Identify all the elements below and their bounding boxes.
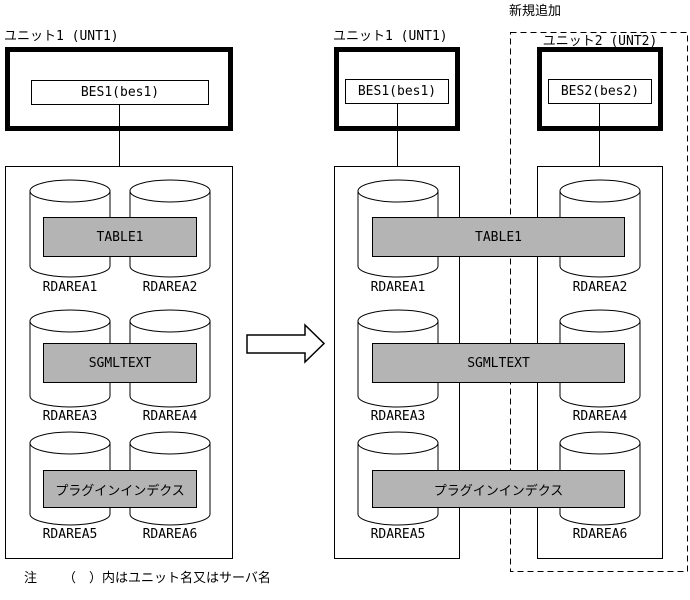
rdarea6-before-label: RDAREA6 [142, 527, 198, 542]
transition-arrow [246, 323, 326, 364]
rdarea3-after-label: RDAREA3 [370, 409, 426, 424]
band-sgmltext-before: SGMLTEXT [43, 343, 197, 383]
rdarea5-after-label: RDAREA5 [370, 527, 426, 542]
new-addition-dashed-box [510, 32, 688, 572]
band-sgmltext-after: SGMLTEXT [372, 343, 625, 383]
after-unit1-server-box: BES1(bes1) [345, 79, 449, 104]
band-table1-after: TABLE1 [372, 217, 625, 257]
before-unit-label: ユニット1 (UNT1) [4, 29, 119, 44]
band-plugin-index-after: プラグインインデクス [372, 470, 625, 508]
footnote: 注 （ ）内はユニット名又はサーバ名 [24, 571, 271, 586]
rdarea6-after-label: RDAREA6 [572, 527, 628, 542]
footnote-text: （ ）内はユニット名又はサーバ名 [63, 571, 271, 586]
rdarea4-after-label: RDAREA4 [572, 409, 628, 424]
rdarea4-before-label: RDAREA4 [142, 409, 198, 424]
rdarea2-before-label: RDAREA2 [142, 280, 198, 295]
after-unit2-server-box: BES2(bes2) [548, 79, 652, 104]
after-unit2-box [537, 47, 663, 131]
after-unit2-label: ユニット2 (UNT2) [542, 34, 658, 49]
rdarea5-before-label: RDAREA5 [42, 527, 98, 542]
band-plugin-index-before: プラグインインデクス [43, 470, 197, 508]
new-addition-label: 新規追加 [509, 4, 562, 19]
rdarea2-after-label: RDAREA2 [572, 280, 628, 295]
before-unit-box [5, 47, 233, 131]
after-unit1-label: ユニット1 (UNT1) [333, 29, 448, 44]
rdarea1-before-label: RDAREA1 [42, 280, 98, 295]
band-table1-before: TABLE1 [43, 217, 197, 257]
rdarea1-after-label: RDAREA1 [370, 280, 426, 295]
before-server-box: BES1(bes1) [31, 80, 209, 105]
rdarea3-before-label: RDAREA3 [42, 409, 98, 424]
footnote-marker: 注 [24, 571, 38, 586]
after-unit1-box [334, 47, 460, 131]
